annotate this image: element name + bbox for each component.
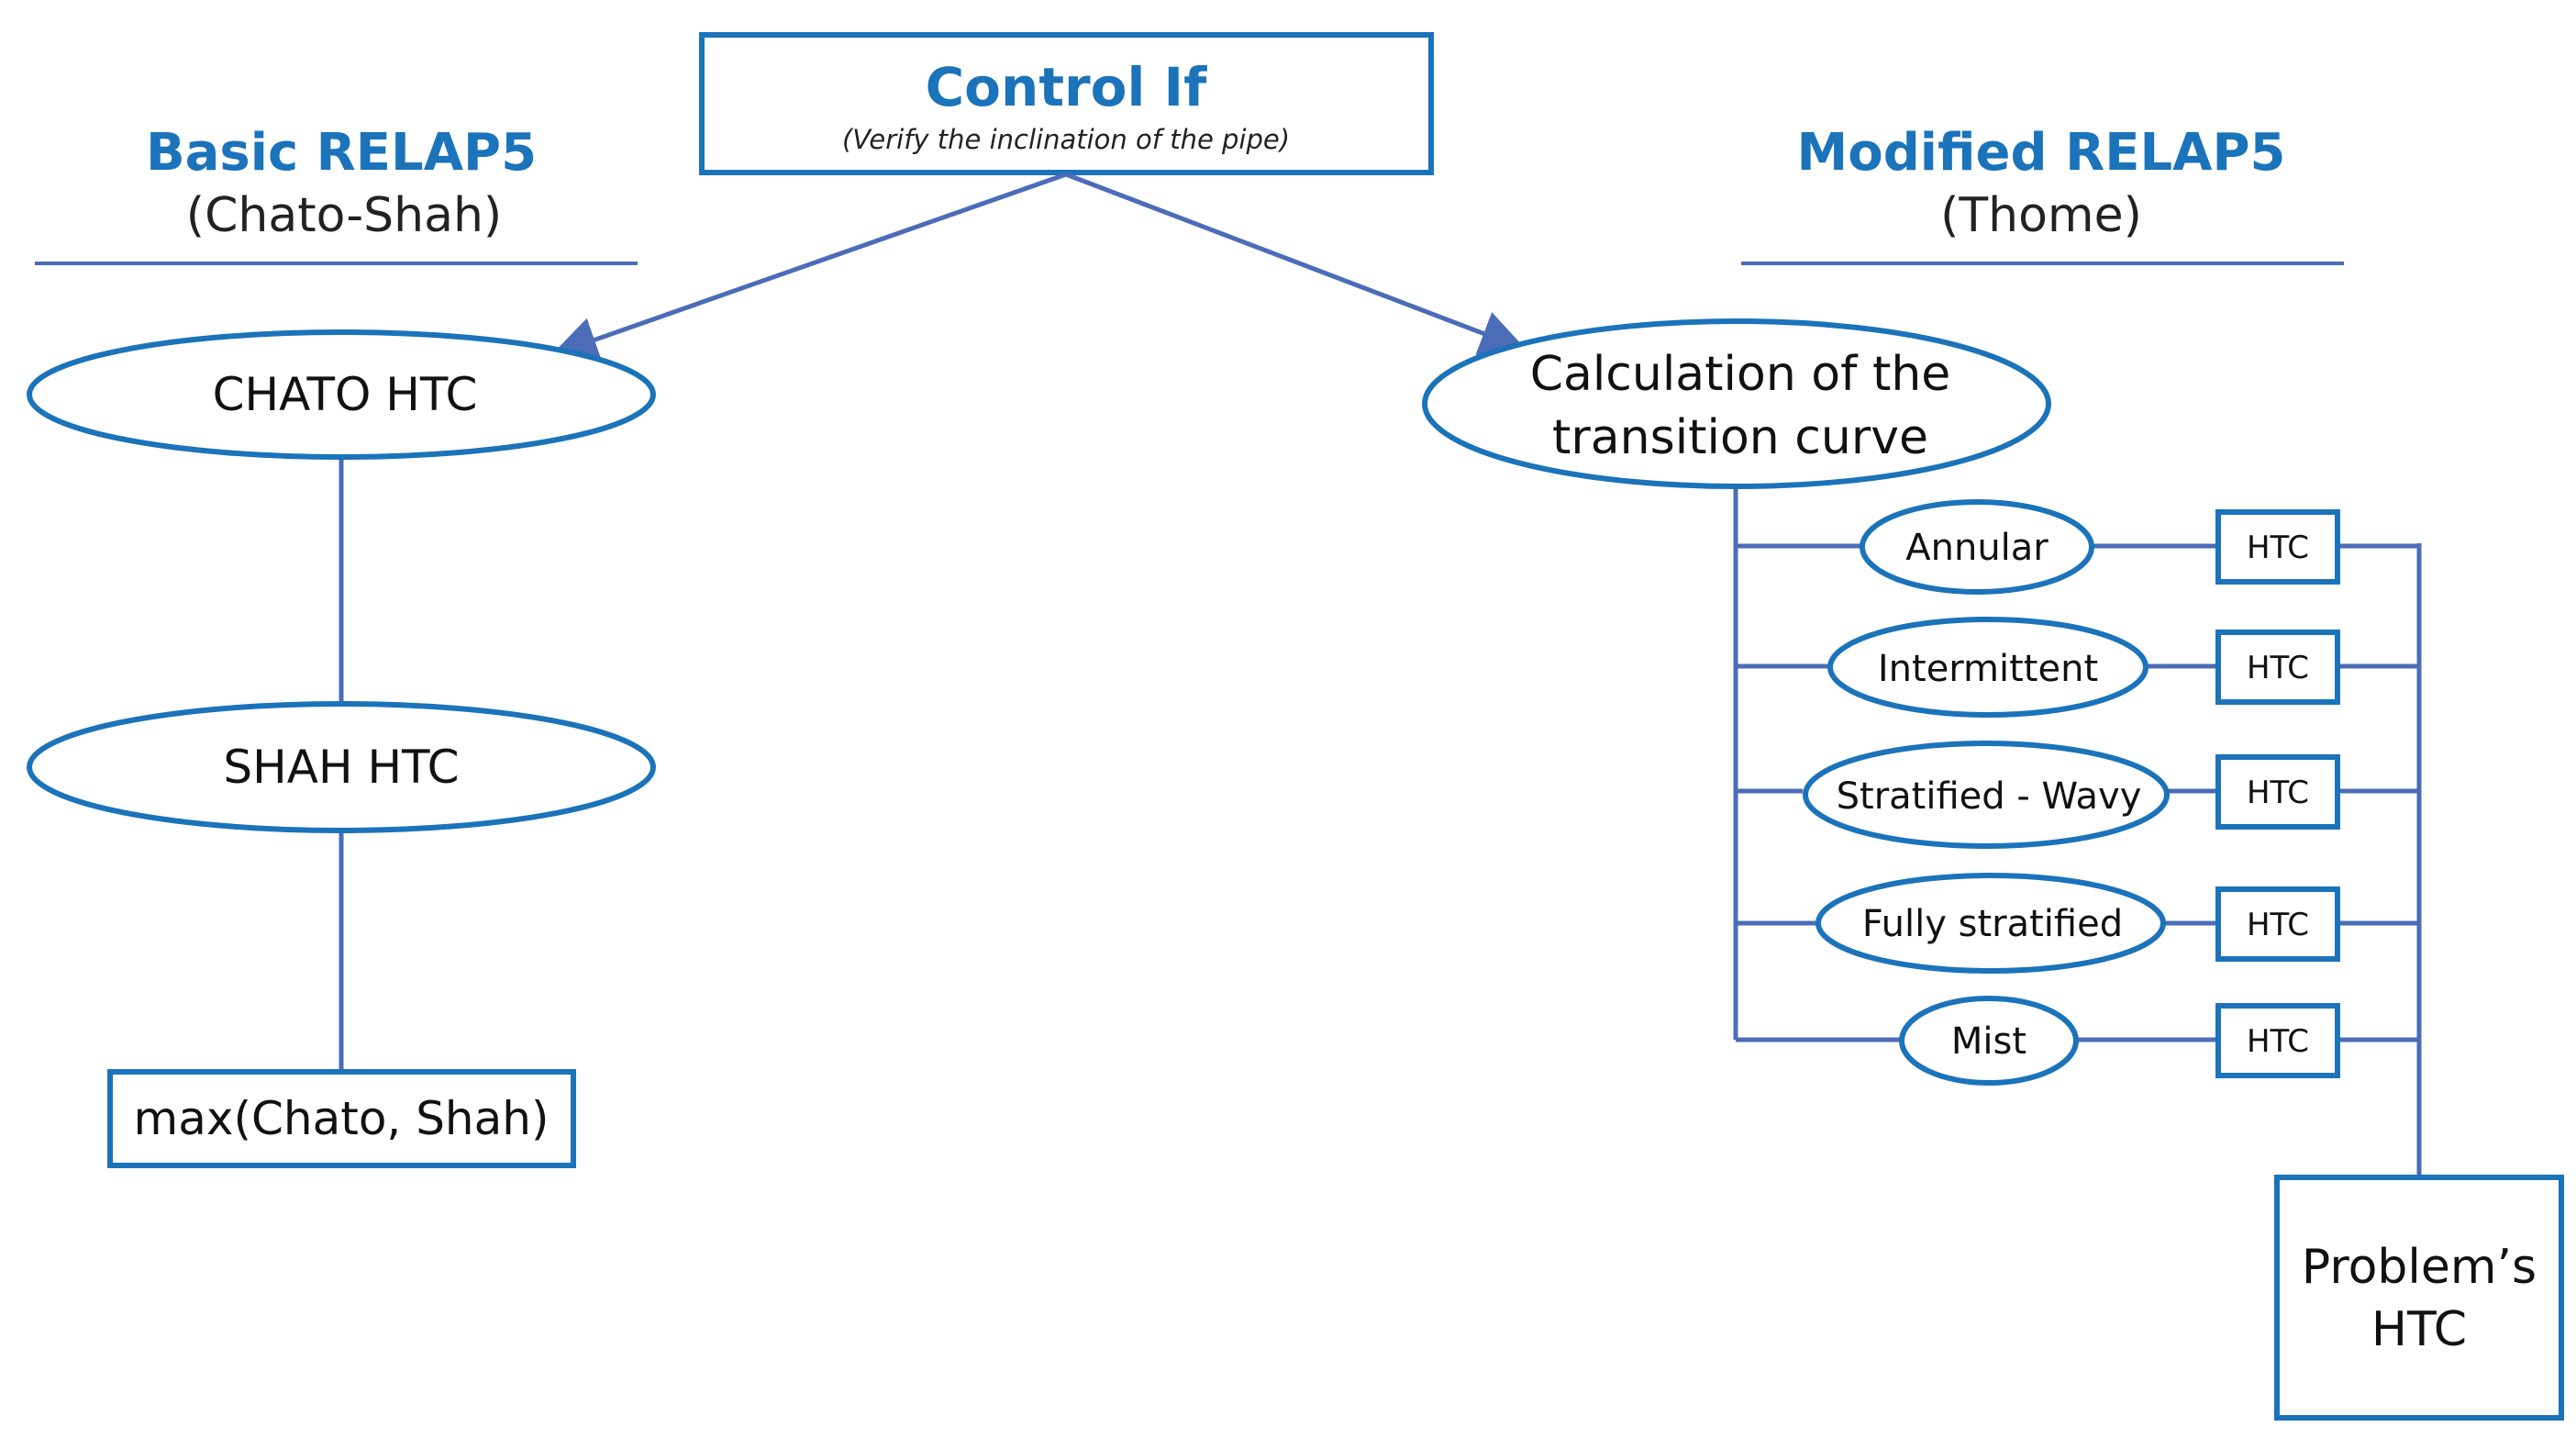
basic-relap5-title: Basic RELAP5	[146, 123, 537, 183]
htc-label-stratified-wavy: HTC	[2247, 775, 2309, 811]
control-if-node: Control If (Verify the inclination of th…	[699, 32, 1434, 175]
max-label: max(Chato, Shah)	[134, 1092, 550, 1145]
regime-mist: Mist	[1899, 996, 2079, 1086]
max-node: max(Chato, Shah)	[107, 1069, 576, 1168]
chato-htc-label: CHATO HTC	[213, 368, 478, 421]
modified-relap5-subtitle: (Thome)	[1940, 188, 2142, 243]
calculation-label-line2: transition curve	[1552, 410, 1928, 465]
arrow-to-calculation	[1065, 172, 1527, 355]
regime-intermittent: Intermittent	[1827, 617, 2149, 718]
calculation-label-line1: Calculation of the	[1530, 347, 1951, 402]
regime-mist-label: Mist	[1951, 1020, 2026, 1063]
arrow-to-chato	[550, 172, 1067, 362]
problem-htc-line1: Problem’s	[2302, 1240, 2537, 1295]
htc-label-intermittent: HTC	[2247, 650, 2309, 686]
htc-box-fully-stratified: HTC	[2215, 886, 2340, 962]
regime-fully-stratified-label: Fully stratified	[1862, 903, 2123, 945]
control-if-note: (Verify the inclination of the pipe)	[842, 124, 1290, 155]
control-if-title: Control If	[926, 56, 1208, 118]
chato-htc-node: CHATO HTC	[27, 329, 656, 460]
htc-label-annular: HTC	[2247, 529, 2309, 566]
regime-annular: Annular	[1860, 499, 2094, 595]
regime-intermittent-label: Intermittent	[1878, 648, 2098, 690]
regime-annular-label: Annular	[1905, 527, 2049, 569]
htc-label-fully-stratified: HTC	[2247, 907, 2309, 943]
htc-box-intermittent: HTC	[2215, 630, 2340, 705]
calculation-node: Calculation of the transition curve	[1422, 318, 2051, 489]
problem-htc-line2: HTC	[2371, 1302, 2467, 1357]
regime-fully-stratified: Fully stratified	[1815, 873, 2166, 974]
basic-relap5-subtitle: (Chato-Shah)	[186, 188, 502, 243]
regime-stratified-wavy: Stratified - Wavy	[1803, 741, 2170, 849]
modified-relap5-title: Modified RELAP5	[1797, 123, 2286, 183]
htc-box-mist: HTC	[2215, 1003, 2340, 1078]
shah-htc-node: SHAH HTC	[27, 701, 656, 833]
htc-box-stratified-wavy: HTC	[2215, 754, 2340, 830]
shah-htc-label: SHAH HTC	[223, 741, 459, 794]
htc-label-mist: HTC	[2247, 1023, 2309, 1060]
htc-box-annular: HTC	[2215, 509, 2340, 585]
regime-stratified-wavy-label: Stratified - Wavy	[1837, 775, 2142, 818]
problem-htc-node: Problem’s HTC	[2274, 1175, 2564, 1421]
